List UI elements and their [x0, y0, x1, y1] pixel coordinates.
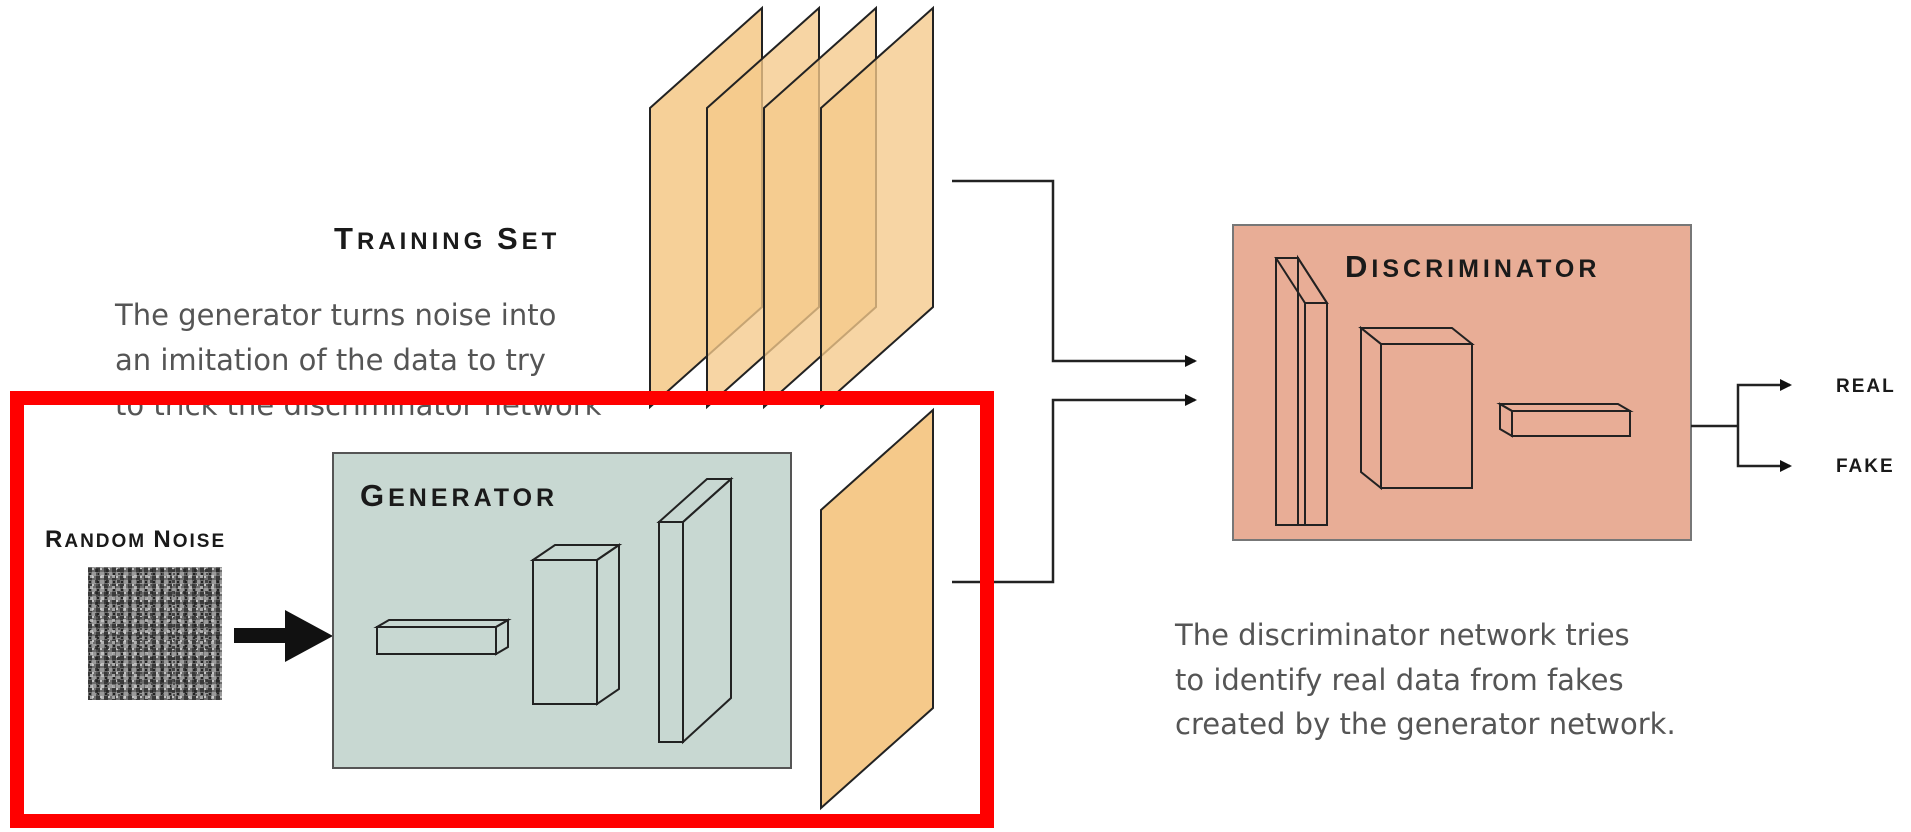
discriminator-title: DISCRIMINATOR	[1345, 249, 1600, 284]
random-noise-label: RANDOM NOISE	[45, 526, 226, 553]
output-connectors	[1691, 379, 1792, 472]
generator-layer-2	[529, 543, 623, 706]
output-real-label: REAL	[1836, 376, 1896, 397]
generated-to-discriminator-connector	[952, 394, 1197, 584]
training-set-title: TRAINING SET	[334, 221, 560, 256]
discriminator-layer-2	[1358, 325, 1475, 491]
random-noise-image	[88, 567, 222, 700]
generator-desc-line-1: The generator turns noise into	[114, 298, 556, 332]
highlight-box	[10, 391, 994, 828]
noise-to-generator-arrow	[234, 610, 333, 662]
discriminator-layer-3	[1496, 402, 1634, 438]
generator-layer-3	[656, 476, 734, 745]
generator-title: GENERATOR	[360, 478, 558, 513]
generator-layer-1	[373, 618, 512, 656]
training-set-stack	[649, 5, 934, 410]
generated-sample-sheet	[820, 407, 934, 811]
training-sheet-4	[820, 5, 934, 410]
discriminator-desc-line-2: to identify real data from fakes	[1175, 663, 1624, 697]
discriminator-layer-1	[1274, 254, 1329, 526]
generator-desc-line-2: an imitation of the data to try	[115, 343, 546, 377]
discriminator-desc-line-1: The discriminator network tries	[1174, 618, 1630, 652]
output-fake-label: FAKE	[1836, 456, 1895, 477]
discriminator-description: The discriminator network tries to ident…	[1174, 618, 1676, 741]
generator-box	[332, 452, 792, 769]
training-to-discriminator-connector	[952, 179, 1197, 367]
discriminator-desc-line-3: created by the generator network.	[1175, 707, 1676, 741]
